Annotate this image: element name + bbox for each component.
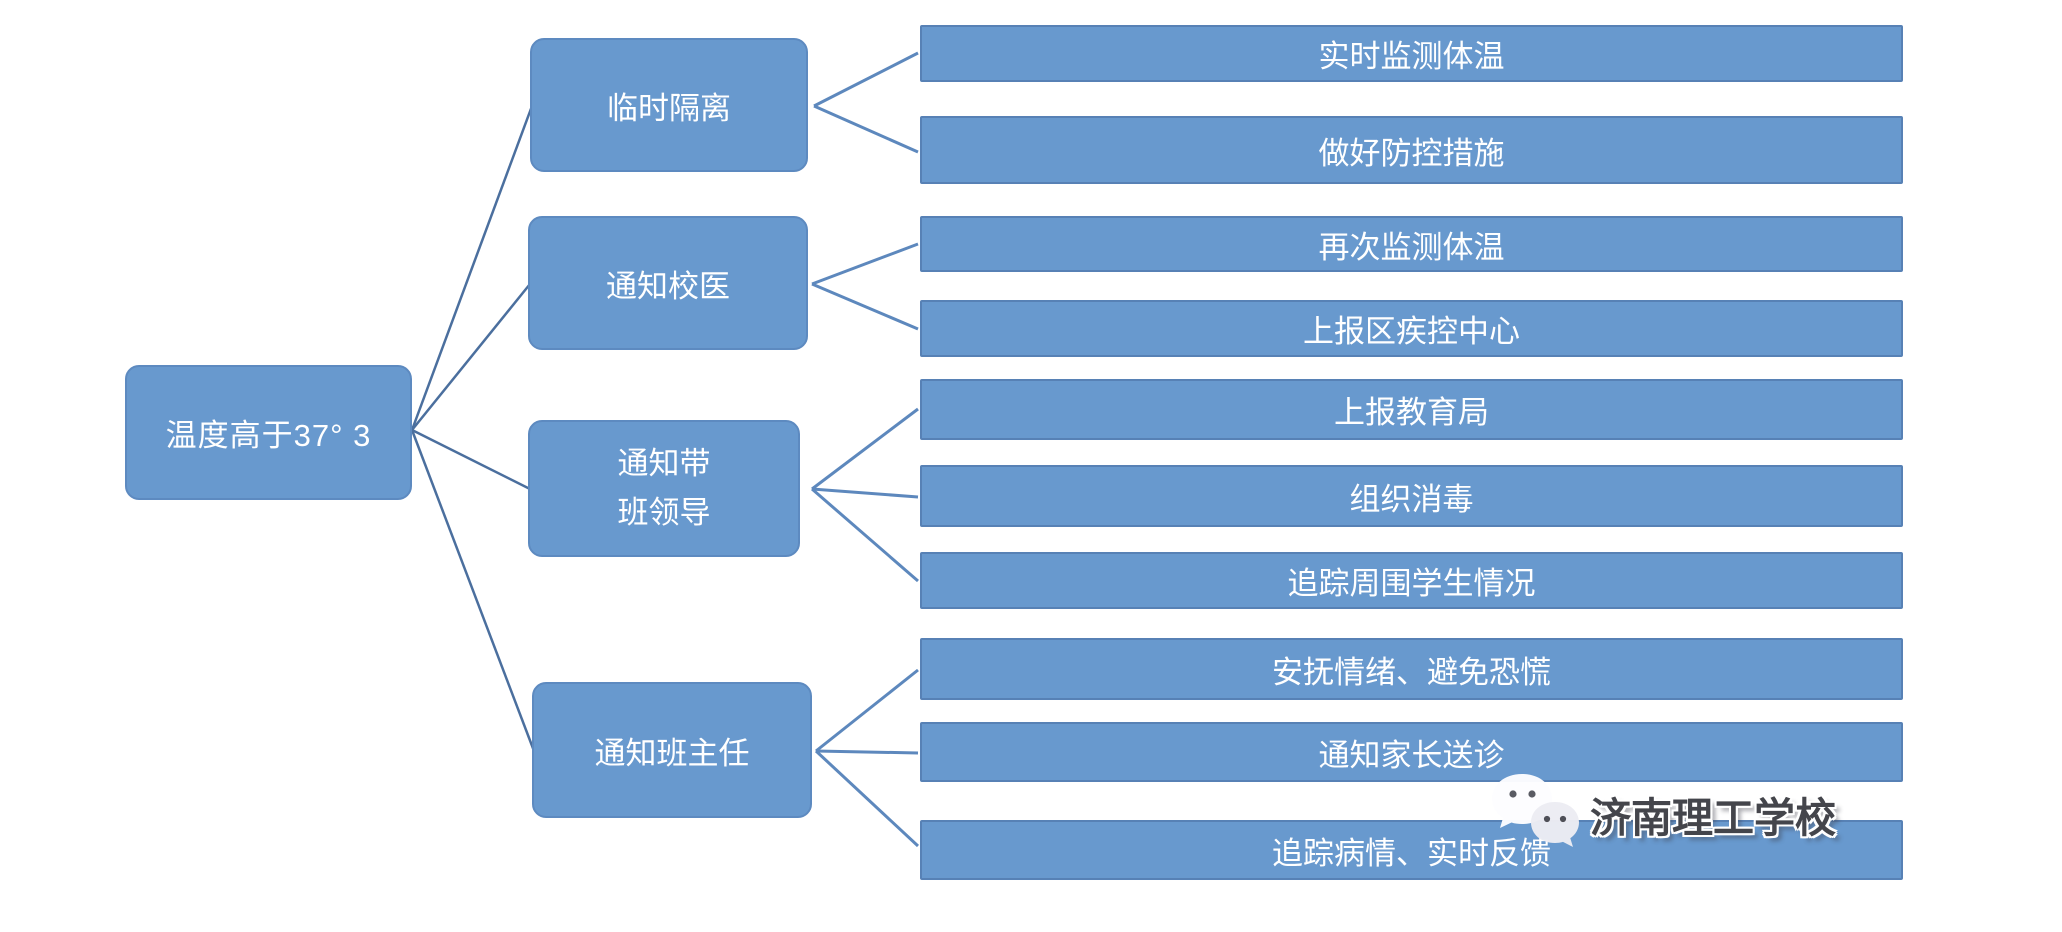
leaf-node-recheck-temperature: 再次监测体温 xyxy=(920,216,1903,272)
leaf-node-track-nearby-students: 追踪周围学生情况 xyxy=(920,552,1903,609)
leaf-node-calm-emotions: 安抚情绪、避免恐慌 xyxy=(920,638,1903,700)
leaf-node-notify-parents: 通知家长送诊 xyxy=(920,722,1903,782)
leaf-node-label: 追踪周围学生情况 xyxy=(1287,566,1536,601)
leaf-node-label: 追踪病情、实时反馈 xyxy=(1272,835,1551,871)
leaf-node-report-district-cdc: 上报区疾控中心 xyxy=(920,300,1903,357)
branch-node-label: 通知带 班领导 xyxy=(617,446,711,530)
watermark-text: 济南理工学校 xyxy=(1590,795,1836,841)
leaf-node-organize-disinfection: 组织消毒 xyxy=(920,465,1903,527)
leaf-node-prevention-measures: 做好防控措施 xyxy=(920,116,1903,184)
leaf-node-label: 安抚情绪、避免恐慌 xyxy=(1272,654,1551,690)
wechat-icon xyxy=(1488,768,1584,860)
root-node-temperature: 温度高于37° 3 xyxy=(125,365,412,500)
leaf-node-label: 通知家长送诊 xyxy=(1318,737,1505,773)
leaf-node-label: 做好防控措施 xyxy=(1318,135,1505,171)
leaf-node-track-illness-feedback: 追踪病情、实时反馈 xyxy=(920,820,1903,880)
leaf-node-label: 上报区疾控中心 xyxy=(1303,314,1520,349)
branch-node-notify-duty-leader: 通知带 班领导 xyxy=(528,420,800,557)
watermark: 济南理工学校 xyxy=(1488,768,1836,860)
leaf-node-label: 组织消毒 xyxy=(1349,481,1474,517)
branch-node-notify-school-doctor: 通知校医 xyxy=(528,216,808,350)
branch-node-label: 通知班主任 xyxy=(594,735,750,771)
leaf-node-label: 上报教育局 xyxy=(1334,395,1489,430)
branch-node-label: 通知校医 xyxy=(606,268,730,304)
leaf-node-report-education-bureau: 上报教育局 xyxy=(920,379,1903,440)
leaf-node-label: 再次监测体温 xyxy=(1318,229,1505,265)
branch-node-label: 临时隔离 xyxy=(607,90,731,126)
leaf-node-monitor-temperature: 实时监测体温 xyxy=(920,25,1903,82)
leaf-node-label: 实时监测体温 xyxy=(1318,39,1505,74)
branch-node-temporary-isolation: 临时隔离 xyxy=(530,38,808,172)
branch-node-notify-head-teacher: 通知班主任 xyxy=(532,682,812,818)
root-node-label: 温度高于37° 3 xyxy=(165,418,372,453)
